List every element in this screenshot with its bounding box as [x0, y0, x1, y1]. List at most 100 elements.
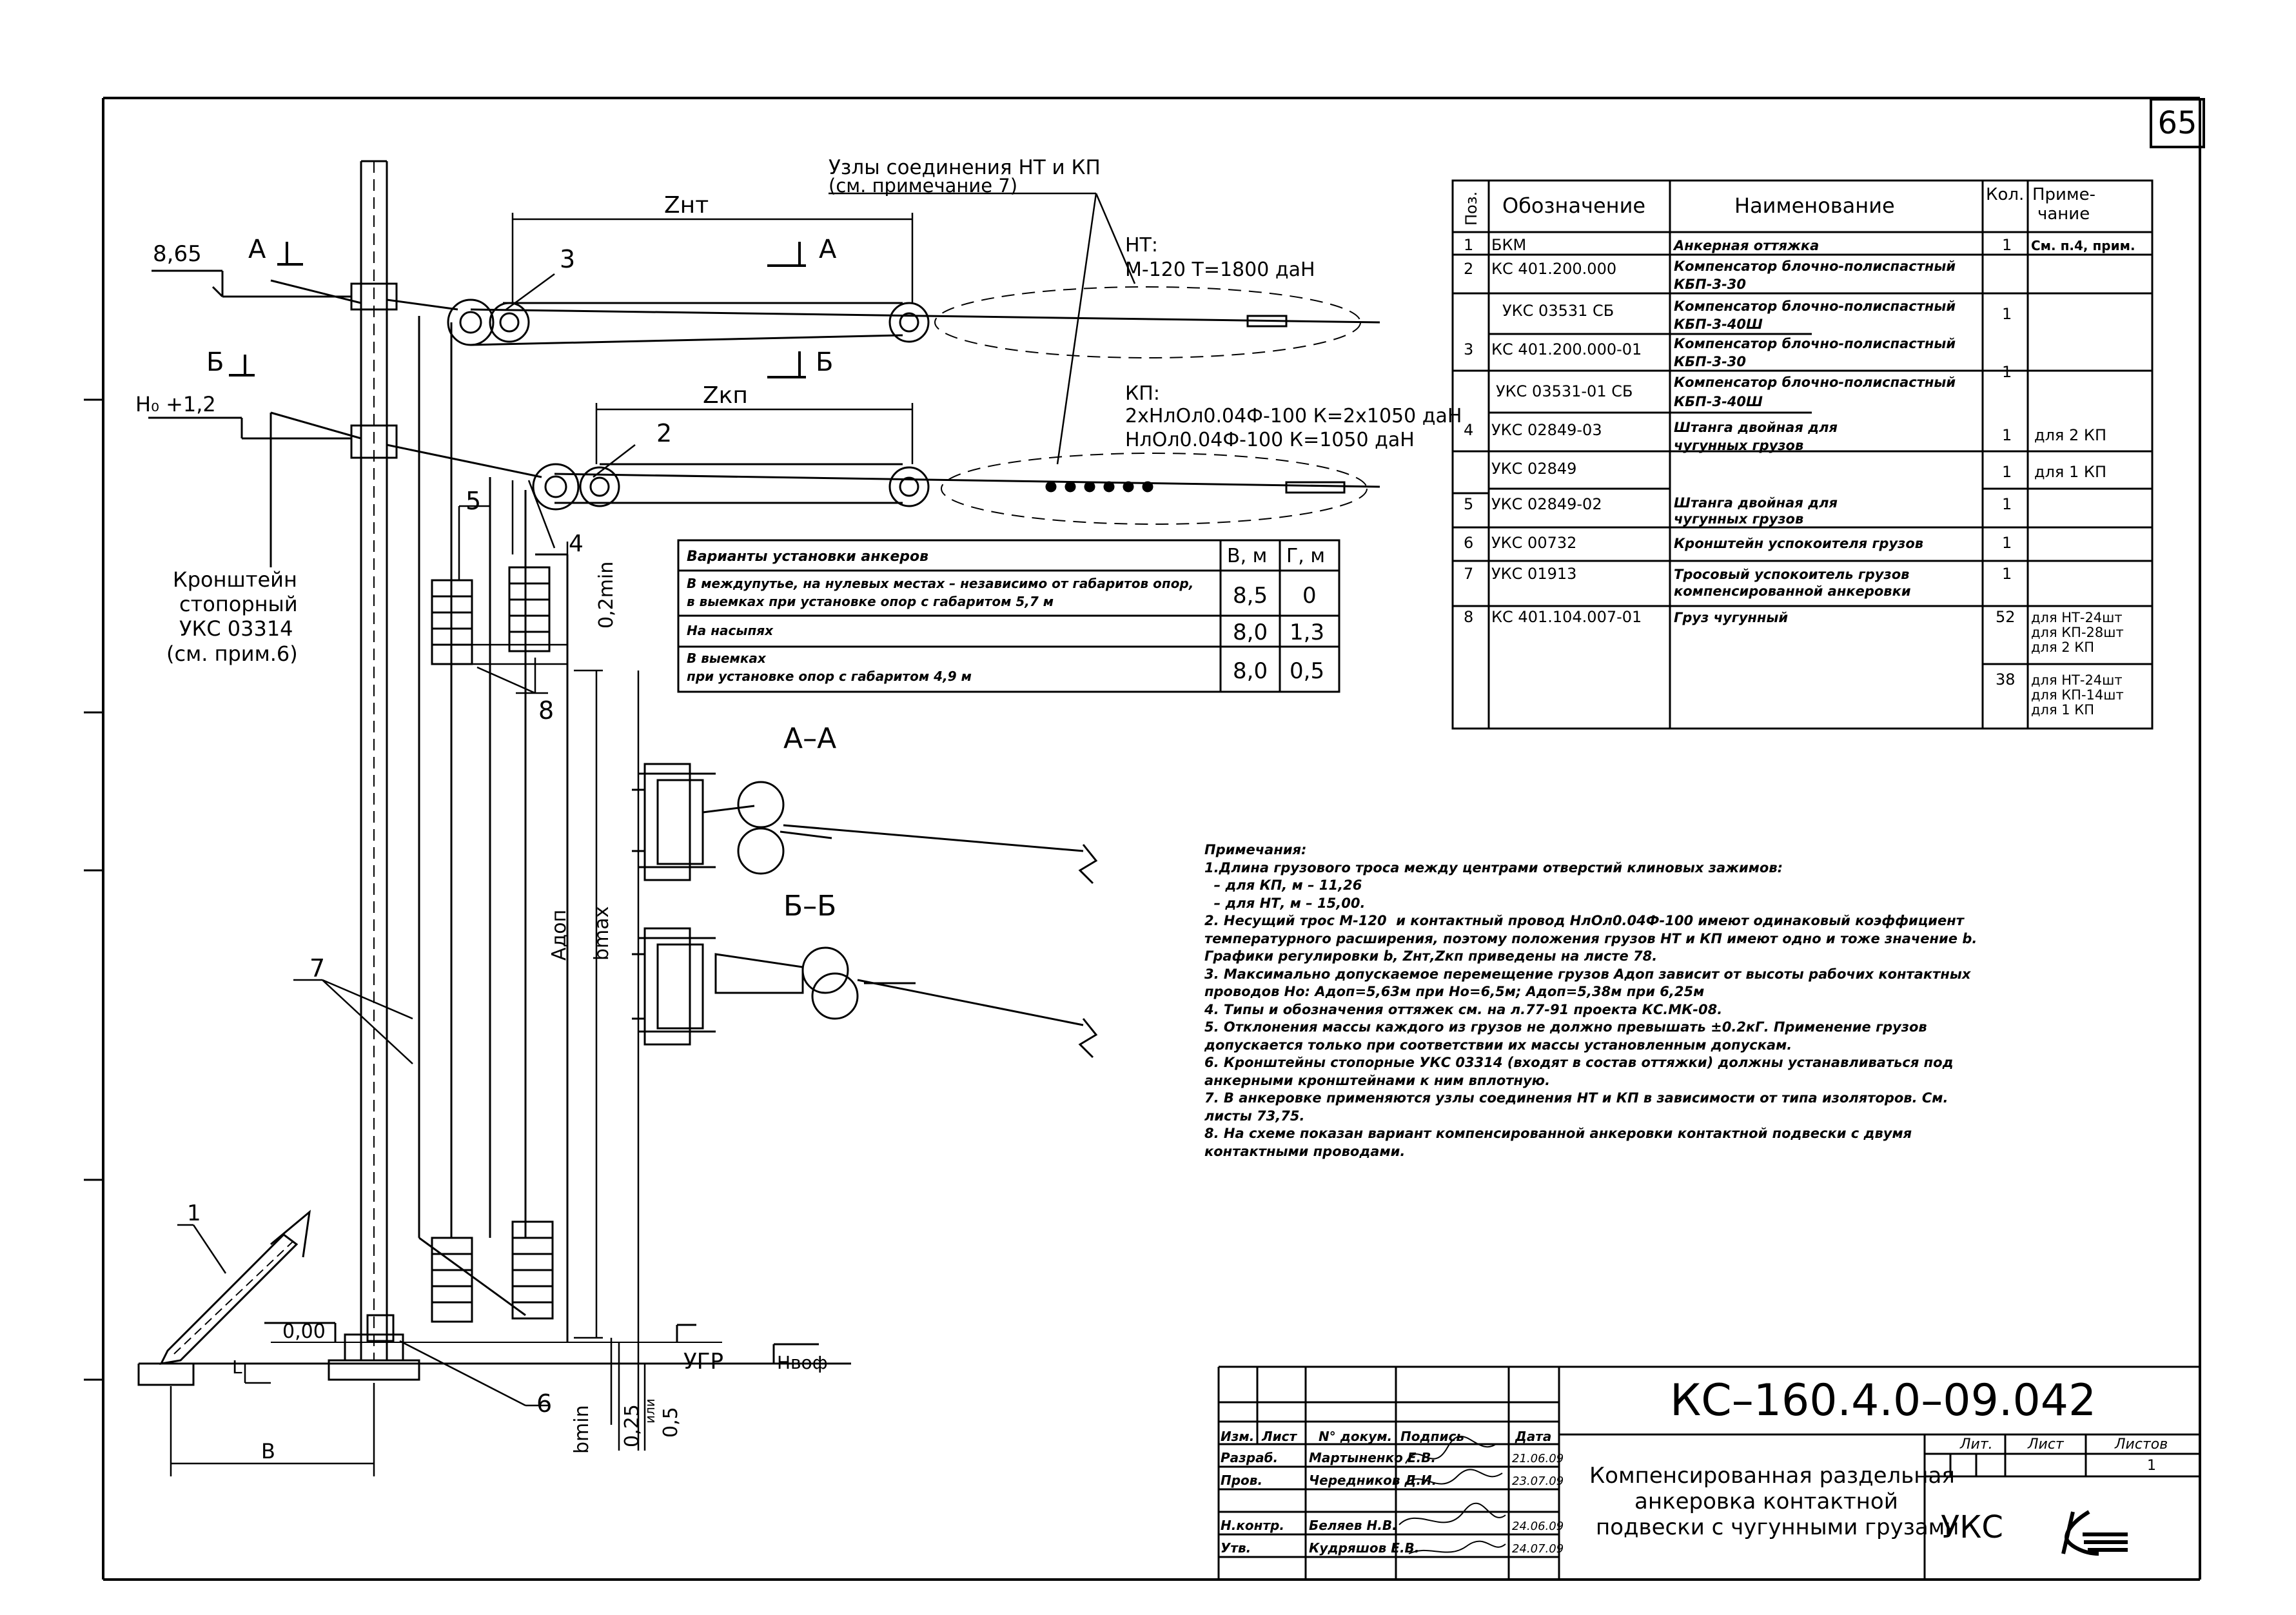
anchor-row-1-text1: В междупутье, на нулевых местах – незави… [687, 576, 1193, 591]
spec-row-10-designation: УКС 01913 [1491, 565, 1576, 583]
person-1-role: Разраб. [1221, 1450, 1278, 1465]
spec-row-2-designation: КС 401.200.000 [1491, 260, 1616, 278]
anchor-row-2-g: 1,3 [1290, 620, 1324, 645]
dim-02min-label: 0,2min [595, 562, 618, 629]
spec-row-12-qty: 38 [1996, 670, 2016, 689]
z-nt-label: Zнт [664, 192, 709, 219]
spec-row-9-pos: 6 [1464, 534, 1473, 552]
connect-nodes-line1: Узлы соединения НТ и КП [829, 156, 1101, 179]
note-line-9: 4. Типы и обозначения оттяжек см. на л.7… [1204, 1001, 1723, 1017]
dim-bmin-label: bmin [571, 1405, 593, 1454]
spec-row-1-note1: См. п.4, прим. [2031, 238, 2135, 253]
col-doc: N° докум. [1319, 1429, 1392, 1444]
spec-header-pos: Поз. [1462, 191, 1480, 226]
callout-1: 1 [187, 1200, 201, 1226]
spec-row-3-name2: КБП-3-40Ш [1674, 317, 1763, 332]
section-aa-view [632, 763, 1098, 885]
callout-5: 5 [466, 487, 481, 515]
note-line-6: Графики регулировки b, Zнт,Zкп приведены… [1204, 948, 1658, 964]
note-line-8: проводов Но: Адоп=5,63м при Но=6,5м; Адо… [1204, 984, 1705, 999]
spec-row-7-qty: 1 [2002, 463, 2012, 481]
spec-row-7-note1: для 1 КП [2034, 463, 2106, 481]
spec-row-3-designation: УКС 03531 СБ [1502, 302, 1614, 320]
anchor-table-header-v: В, м [1227, 545, 1267, 567]
spec-row-8-designation: УКС 02849-02 [1491, 495, 1602, 513]
spec-row-9-designation: УКС 00732 [1491, 534, 1576, 552]
kp-cable [386, 444, 1380, 525]
listov-header: Листов [2114, 1436, 2168, 1453]
section-markers [229, 242, 806, 378]
spec-row-2-qty: 1 [2002, 305, 2012, 323]
spec-row-11-note1: для НТ-24шт [2031, 610, 2123, 625]
person-4-role: Н.контр. [1221, 1518, 1284, 1533]
anchor-row-1-text2: в выемках при установке опор с габаритом… [687, 594, 1054, 609]
col-date: Дата [1515, 1429, 1551, 1444]
person-5-role: Утв. [1221, 1540, 1251, 1556]
spec-row-5-name1: Компенсатор блочно-полиспастный [1674, 375, 1956, 390]
note-line-17: контактными проводами. [1204, 1143, 1406, 1159]
callout-3: 3 [560, 245, 575, 273]
person-2-name: Чередников Д.И. [1309, 1473, 1437, 1488]
nt-params: М-120 Т=1800 даН [1125, 259, 1315, 281]
callout-7: 7 [309, 954, 325, 983]
kp-heading: КП: [1125, 382, 1160, 405]
callout-leaders [177, 273, 636, 1407]
note-line-7: 3. Максимально допускаемое перемещение г… [1204, 966, 1971, 982]
spec-row-2-name1: Компенсатор блочно-полиспастный [1674, 259, 1956, 274]
spec-row-6-qty: 1 [2002, 426, 2012, 444]
callout-4: 4 [569, 531, 584, 557]
spec-row-4-qty: 1 [2002, 363, 2012, 381]
spec-row-7-designation: УКС 02849 [1491, 460, 1576, 478]
anchor-row-1-v: 8,5 [1233, 583, 1268, 609]
dim-bmax-label: bmax [591, 906, 613, 961]
spec-row-4-designation: КС 401.200.000-01 [1491, 340, 1642, 358]
section-b-right-label: Б [816, 347, 833, 377]
spec-row-6-name2: чугунных грузов [1674, 438, 1803, 453]
company-logo [2061, 1510, 2128, 1556]
notes-block: Примечания: 1.Длина грузового троса межд… [1204, 841, 2172, 1160]
spec-header-qty: Кол. [1986, 185, 2024, 204]
anchor-table-header-g: Г, м [1286, 545, 1325, 567]
organization-name: УКС [1941, 1509, 2003, 1545]
bracket-label-2: стопорный [179, 592, 298, 616]
base-dimension [170, 1364, 375, 1476]
notes-heading: Примечания: [1204, 842, 1307, 857]
sheet-number: 65 [2150, 98, 2205, 148]
elev-000-label: 0,00 [282, 1320, 326, 1343]
spec-row-2-pos: 2 [1464, 260, 1473, 278]
col-sign: Подпись [1400, 1429, 1464, 1444]
dim-or-label: или [642, 1398, 658, 1424]
kp-params-single: НлОл0.04Ф-100 К=1050 даН [1125, 429, 1415, 451]
ground-line [137, 1342, 851, 1386]
note-line-2: – для КП, м – 11,26 [1204, 877, 1362, 893]
note-line-5: температурного расширения, поэтому полож… [1204, 930, 1977, 946]
z-dimensions [511, 213, 914, 464]
spec-row-11-note2: для КП-28шт [2031, 625, 2124, 640]
dim-v-label: В [261, 1439, 275, 1463]
spec-row-5-name2: КБП-3-40Ш [1674, 394, 1763, 409]
spec-row-8-name1: Штанга двойная для [1674, 495, 1838, 511]
spec-row-10-pos: 7 [1464, 565, 1473, 583]
spec-row-5-designation: УКС 03531-01 СБ [1496, 382, 1633, 400]
connect-nodes-line2: (см. примечание 7) [829, 175, 1017, 197]
spec-row-12-note1: для НТ-24шт [2031, 672, 2123, 688]
spec-row-10-qty: 1 [2002, 565, 2012, 583]
drawing-labels: 8,65 H₀ +1,2 0,00 УГР Нвоф А А Б Б Zнт Z… [135, 156, 1462, 1463]
section-b-left-label: Б [206, 347, 224, 377]
callout-6: 6 [536, 1389, 552, 1418]
anchor-row-1-g: 0 [1302, 583, 1317, 609]
listov-value: 1 [2147, 1458, 2156, 1474]
spec-row-12-note2: для КП-14шт [2031, 687, 2124, 703]
spec-row-3-name1: Компенсатор блочно-полиспастный [1674, 299, 1956, 314]
callout-8: 8 [538, 696, 554, 725]
person-4-name: Беляев Н.В. [1309, 1518, 1397, 1533]
spec-row-8-name2: чугунных грузов [1674, 511, 1803, 527]
connection-leaders [829, 192, 1136, 465]
spec-row-9-qty: 1 [2002, 534, 2012, 552]
signature-scribbles [1398, 1435, 1506, 1554]
note-line-11: допускается только при соответствии их м… [1204, 1037, 1792, 1053]
elevation-marks [148, 269, 819, 1364]
spec-header-designation: Обозначение [1502, 193, 1645, 218]
section-a-left-label: А [248, 235, 266, 264]
spec-row-11-designation: КС 401.104.007-01 [1491, 608, 1642, 626]
